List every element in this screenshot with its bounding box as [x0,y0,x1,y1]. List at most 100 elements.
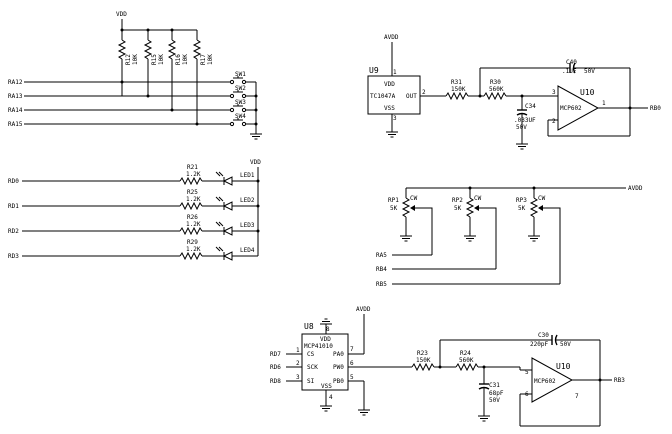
rb0-label: RB0 [650,105,661,112]
u10-bottom-ref: U10 [556,362,571,371]
c31-ref: C31 [489,382,500,389]
u9-ref: U9 [369,66,379,75]
ra15-label: RA15 [8,121,23,128]
r21-ref: R21 [187,164,198,171]
c30-ref: C30 [538,332,549,339]
r25-value: 1.2K [186,196,201,203]
r21-value: 1.2K [186,171,201,178]
u8-pin1: 1 [296,347,300,354]
u8-pin7: 7 [350,346,354,353]
rp2-cw: CW [474,195,482,202]
u9-chip [367,75,421,115]
sw4-label: SW4 [235,113,246,120]
sw2-label: SW2 [235,85,246,92]
switch-sw4: SW4 [229,113,256,127]
c31-voltage: 50V [489,397,500,404]
temp-sensor-stage: AVDD U9 1 VDD TC1047A OUT VSS 3 2 R31 15… [367,34,661,150]
r30-value: 560K [489,86,504,93]
u9-out: OUT [406,93,417,100]
r17-ref: R17 [200,54,207,65]
u9-vdd-pin: VDD [384,81,395,88]
rd6-label: RD6 [270,364,281,371]
vdd-label: VDD [116,11,127,18]
u8-pa0-pin: PA0 [333,351,344,358]
u8-ref: U8 [304,322,314,331]
rd8-label: RD8 [270,378,281,385]
u8-pw0-pin: PW0 [333,364,344,371]
u10-bottom-pin5: 5 [525,369,529,376]
c40-voltage: 50V [584,68,595,75]
r12-ref: R12 [125,54,132,65]
rd7-label: RD7 [270,351,281,358]
rb5-label: RB5 [376,281,387,288]
rd2-label: RD2 [8,228,19,235]
u10-top-pin1: 1 [602,100,606,107]
u8-avdd-label: AVDD [356,306,371,313]
u8-pin3: 3 [296,374,300,381]
led1-label: LED1 [240,172,255,179]
r29-value: 1.2K [186,246,201,253]
r24-value: 560K [459,357,474,364]
digipot-stage: U8 8 VDD MCP41010 CS SCK SI VSS PA0 PW0 … [270,306,625,427]
switch-sw3: SW3 [229,99,256,113]
c40-value: .1UF [562,68,577,75]
u8-part: MCP41010 [304,343,333,350]
rd1-label: RD1 [8,203,19,210]
pot-section: AVDD RP1 5K CW RP2 5K CW [376,185,643,288]
rp1-value: 5K [390,205,398,212]
rp3-cw: CW [538,195,546,202]
rp3-ref: RP3 [516,197,527,204]
led3-label: LED3 [240,222,255,229]
switch-sw2: SW2 [229,85,256,99]
u9-part: TC1047A [370,93,396,100]
rd0-label: RD0 [8,178,19,185]
u10-top-pin2: 2 [552,118,556,125]
u8-pin8: 8 [326,326,330,333]
c30-value: 220pF [530,341,548,348]
r26-value: 1.2K [186,221,201,228]
u9-pin2: 2 [422,89,426,96]
rp1-ref: RP1 [388,197,399,204]
u8-cs-pin: CS [307,351,315,358]
u9-pin1: 1 [393,69,397,76]
rb4-label: RB4 [376,266,387,273]
u10-top-part: MCP602 [560,105,582,112]
led4-label: LED4 [240,247,255,254]
u10-opamp-top [557,85,600,131]
r26-ref: R26 [187,214,198,221]
r23-value: 150K [416,357,431,364]
u10-opamp-bottom [531,357,574,403]
u9-vss-pin: VSS [384,105,395,112]
u8-sck-pin: SCK [307,364,318,371]
r24-ref: R24 [460,350,471,357]
ra13-label: RA13 [8,93,23,100]
u8-si-pin: SI [307,378,315,385]
led-section: VDD RD0 R21 1.2K LED1 RD1 R25 1.2K LED2 … [8,159,261,261]
switch-sw1: SW1 [229,71,256,85]
led-vdd-label: VDD [250,159,261,166]
u8-vss-pin: VSS [321,383,332,390]
c31-value: 68pF [489,390,504,397]
r29-ref: R29 [187,239,198,246]
u8-pin2: 2 [296,360,300,367]
rb3-label: RB3 [614,377,625,384]
pot-avdd-label: AVDD [628,185,643,192]
r31-value: 150K [451,86,466,93]
u9-avdd-label: AVDD [384,34,399,41]
c40-ref: C40 [566,59,577,66]
r15-ref: R15 [151,54,158,65]
ra12-label: RA12 [8,79,23,86]
u10-top-ref: U10 [580,88,595,97]
ra14-label: RA14 [8,107,23,114]
pullup-switch-section: VDD R12 10K R15 10K R16 10K R17 10K RA12 [8,11,262,140]
u8-pin6: 6 [350,360,354,367]
rp3-value: 5K [518,205,526,212]
u10-bottom-part: MCP602 [534,378,556,385]
u8-chip [301,333,349,391]
u9-pin3: 3 [393,115,397,122]
c34-ref: C34 [525,103,536,110]
r25-ref: R25 [187,189,198,196]
u8-vdd-pin: VDD [320,336,331,343]
rp2-ref: RP2 [452,197,463,204]
